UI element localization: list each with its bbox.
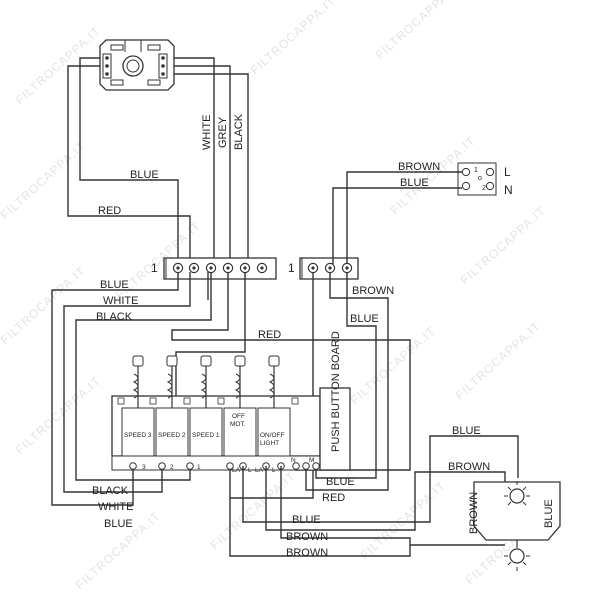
watermark: FILTROCAPPA.IT	[373, 0, 464, 62]
light-toggle-button[interactable]: ON/OFF LIGHT	[257, 355, 291, 457]
wire-label-white: WHITE	[201, 115, 213, 150]
terminal-label: M	[309, 457, 314, 464]
button-label: SPEED 3	[124, 432, 152, 439]
watermark: FILTROCAPPA.IT	[208, 469, 299, 553]
wire-label-grey: GREY	[217, 116, 229, 148]
terminal-label: L	[248, 467, 252, 474]
terminal-label: 2	[170, 464, 174, 471]
watermark: FILTROCAPPA.IT	[458, 204, 549, 288]
wire-label-brown: BROWN	[448, 461, 490, 473]
off-motor-button[interactable]: OFF MOT.	[223, 355, 257, 457]
mains-wires	[332, 171, 462, 264]
wire-label-blue: BLUE	[400, 177, 429, 189]
terminal-block-1-label: 1	[151, 261, 158, 275]
wire-label-white: WHITE	[98, 501, 133, 513]
terminal-label: N	[291, 457, 296, 464]
wire-label-brown: BROWN	[286, 547, 328, 559]
speed-1-button[interactable]: SPEED 1	[189, 355, 223, 457]
push-button-board: PUSH BUTTON BOARD SPEED 3 SPEED 2 SPEED …	[111, 331, 351, 474]
wire-label-blue: BLUE	[350, 313, 379, 325]
wire-label-blue: BLUE	[452, 425, 481, 437]
terminal-label: 1	[197, 464, 201, 471]
light-bulb-icon	[504, 540, 530, 571]
wire-label-black: BLACK	[92, 485, 129, 497]
wire-label-red: RED	[98, 205, 121, 217]
watermark: FILTROCAPPA.IT	[248, 0, 339, 77]
watermark: FILTROCAPPA.IT	[13, 374, 104, 458]
button-label: OFF	[232, 413, 245, 420]
terminal-block-2: 1	[288, 257, 359, 280]
terminal-label: LA	[255, 467, 264, 474]
speed-2-button[interactable]: SPEED 2	[155, 355, 189, 457]
light-bulb-icon	[504, 481, 530, 506]
push-button-board-title: PUSH BUTTON BOARD	[330, 331, 342, 452]
wire-label-blue: BLUE	[130, 169, 159, 181]
mains-pin-o: o	[478, 175, 482, 182]
wire-label-brown: BROWN	[286, 531, 328, 543]
terminal-label: LA	[232, 467, 241, 474]
wire-label-brown: BROWN	[398, 161, 440, 173]
wire-label-brown: BROWN	[468, 492, 480, 534]
button-label-2: LIGHT	[260, 440, 279, 447]
motor-connector-icon	[99, 39, 175, 91]
lamp-wires	[229, 435, 519, 557]
terminal-block-2-label: 1	[288, 261, 295, 275]
terminal-label: L	[272, 467, 276, 474]
terminal-label: 3	[142, 464, 146, 471]
watermark: FILTROCAPPA.IT	[0, 139, 88, 223]
wire-label-red: RED	[322, 492, 345, 504]
wire-label-brown: BROWN	[352, 285, 394, 297]
button-label: ON/OFF	[260, 432, 285, 439]
mains-pin-2: 2	[482, 185, 486, 192]
speed-3-button[interactable]: SPEED 3	[121, 355, 155, 457]
button-label: SPEED 2	[158, 432, 186, 439]
mains-terminal: 1 o 2 L N	[457, 162, 513, 197]
watermark: FILTROCAPPA.IT	[348, 324, 439, 408]
mains-neutral-label: N	[504, 183, 513, 197]
wire-label-white: WHITE	[103, 295, 138, 307]
wire-label-black: BLACK	[96, 311, 133, 323]
button-label-2: MOT.	[230, 421, 246, 428]
wire-label-red: RED	[258, 329, 281, 341]
wire-labels: WHITE GREY BLACK BLUE RED BROWN BLUE BLU…	[92, 113, 555, 559]
wire-label-blue: BLUE	[100, 279, 129, 291]
motor-wires	[67, 57, 249, 262]
lamp-assembly	[473, 481, 561, 571]
mains-pin-1: 1	[474, 167, 478, 174]
wire-label-blue: BLUE	[292, 514, 321, 526]
wire-label-blue: BLUE	[543, 499, 555, 528]
watermark: FILTROCAPPA.IT	[453, 319, 544, 403]
watermark: FILTROCAPPA.IT	[358, 479, 449, 563]
wire-label-black: BLACK	[233, 113, 245, 150]
button-label: SPEED 1	[192, 432, 220, 439]
wire-label-blue: BLUE	[104, 518, 133, 530]
terminal-block-1: 1	[151, 257, 277, 280]
wire-label-blue: BLUE	[326, 476, 355, 488]
mains-live-label: L	[504, 165, 511, 179]
distribution-wires	[51, 272, 411, 506]
